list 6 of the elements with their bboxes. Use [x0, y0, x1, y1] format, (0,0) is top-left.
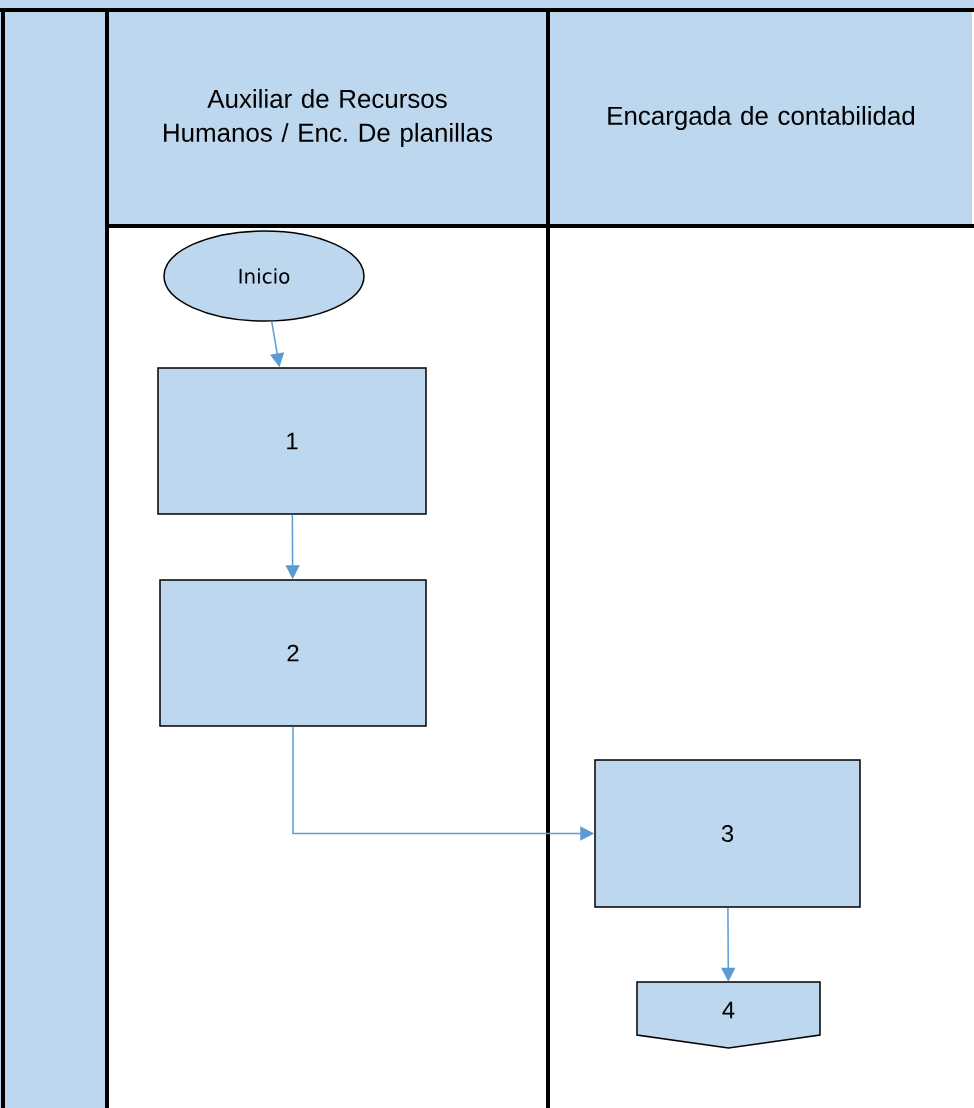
- process-box: 1: [157, 367, 427, 515]
- process-box: 2: [159, 579, 427, 727]
- off-page-connector: 4: [636, 981, 821, 1049]
- lane-header: Encargada de contabilidad: [550, 12, 972, 224]
- process-box: 3: [594, 759, 861, 908]
- lane-header: Auxiliar de Recursos Humanos / Enc. De planillas: [109, 12, 546, 224]
